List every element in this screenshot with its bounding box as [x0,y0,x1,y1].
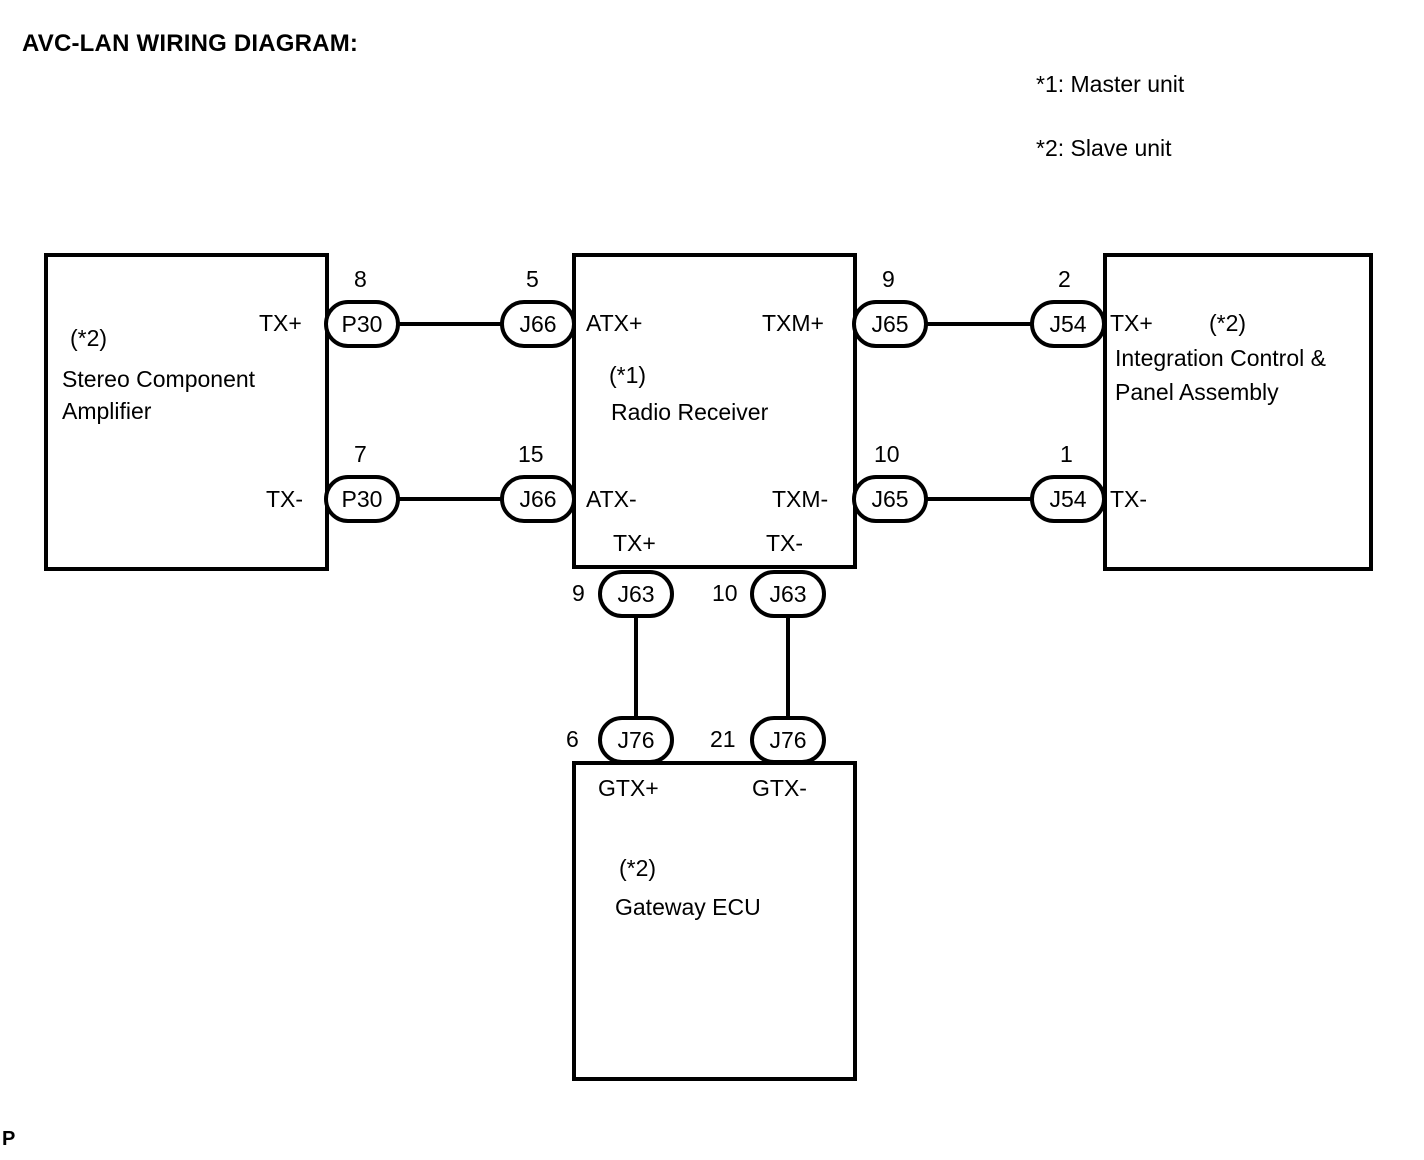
pin-number-panel-txminus: 1 [1060,441,1073,467]
unit-box-integration-control-panel-assembly [1103,253,1373,571]
gateway-port-label-gtxminus: GTX- [752,775,807,801]
pin-number-radio-txmminus: 10 [874,441,900,467]
amp-name-line1: Stereo Component [62,366,256,392]
pin-number-radio-atxplus: 5 [526,266,539,292]
pin-number-gateway-gtxplus: 6 [566,726,579,752]
radio-port-label-txmminus: TXM- [772,486,829,512]
connector-j63-pin9[interactable]: J63 [598,570,674,618]
pin-number-amp-txminus: 7 [354,441,367,467]
wire-radio-txplus-to-gateway-gtxplus [634,612,638,742]
wire-radio-txmminus-to-panel-txminus [924,497,1036,501]
pin-number-panel-txplus: 2 [1058,266,1071,292]
pin-number-radio-atxminus: 15 [518,441,544,467]
radio-name-line1: Radio Receiver [611,399,769,425]
pin-number-gateway-gtxminus: 21 [710,726,736,752]
pin-number-amp-txplus: 8 [354,266,367,292]
amp-name-line2: Amplifier [62,398,152,424]
radio-note: (*1) [609,362,647,388]
legend-master-unit: *1: Master unit [1036,71,1185,97]
radio-port-label-txminus: TX- [766,530,804,556]
amp-port-label-txminus: TX- [266,486,304,512]
page-mark: P [2,1128,16,1150]
connector-p30-pin8[interactable]: P30 [324,300,400,348]
pin-number-radio-txplus: 9 [572,580,585,606]
wire-amp-txminus-to-radio-atxminus [396,497,508,501]
wire-amp-txplus-to-radio-atxplus [396,322,508,326]
pin-number-radio-txmplus: 9 [882,266,895,292]
unit-box-stereo-component-amplifier [44,253,329,571]
unit-box-gateway-ecu [572,761,857,1081]
radio-port-label-txplus: TX+ [613,530,656,556]
gateway-port-label-gtxplus: GTX+ [598,775,659,801]
connector-j65-pin9[interactable]: J65 [852,300,928,348]
page-title: AVC-LAN WIRING DIAGRAM: [22,30,359,57]
panel-port-label-txplus: TX+ [1110,310,1153,336]
unit-box-radio-receiver [572,253,857,569]
panel-note: (*2) [1209,310,1247,336]
radio-port-label-atxminus: ATX- [586,486,637,512]
panel-name-line1: Integration Control & [1115,345,1326,371]
panel-name-line2: Panel Assembly [1115,379,1279,405]
wire-radio-txmplus-to-panel-txplus [924,322,1036,326]
connector-p30-pin7[interactable]: P30 [324,475,400,523]
wire-radio-txminus-to-gateway-gtxminus [786,612,790,742]
connector-j65-pin10[interactable]: J65 [852,475,928,523]
connector-j76-pin6[interactable]: J76 [598,716,674,764]
gateway-note: (*2) [619,855,657,881]
amp-note: (*2) [70,325,108,351]
connector-j63-pin10[interactable]: J63 [750,570,826,618]
connector-j76-pin21[interactable]: J76 [750,716,826,764]
amp-port-label-txplus: TX+ [259,310,302,336]
gateway-name-line1: Gateway ECU [615,894,761,920]
pin-number-radio-txminus: 10 [712,580,738,606]
connector-j66-pin5[interactable]: J66 [500,300,576,348]
legend-slave-unit: *2: Slave unit [1036,135,1172,161]
connector-j66-pin15[interactable]: J66 [500,475,576,523]
connector-j54-pin1[interactable]: J54 [1030,475,1106,523]
connector-j54-pin2[interactable]: J54 [1030,300,1106,348]
radio-port-label-txmplus: TXM+ [762,310,824,336]
panel-port-label-txminus: TX- [1110,486,1148,512]
radio-port-label-atxplus: ATX+ [586,310,643,336]
